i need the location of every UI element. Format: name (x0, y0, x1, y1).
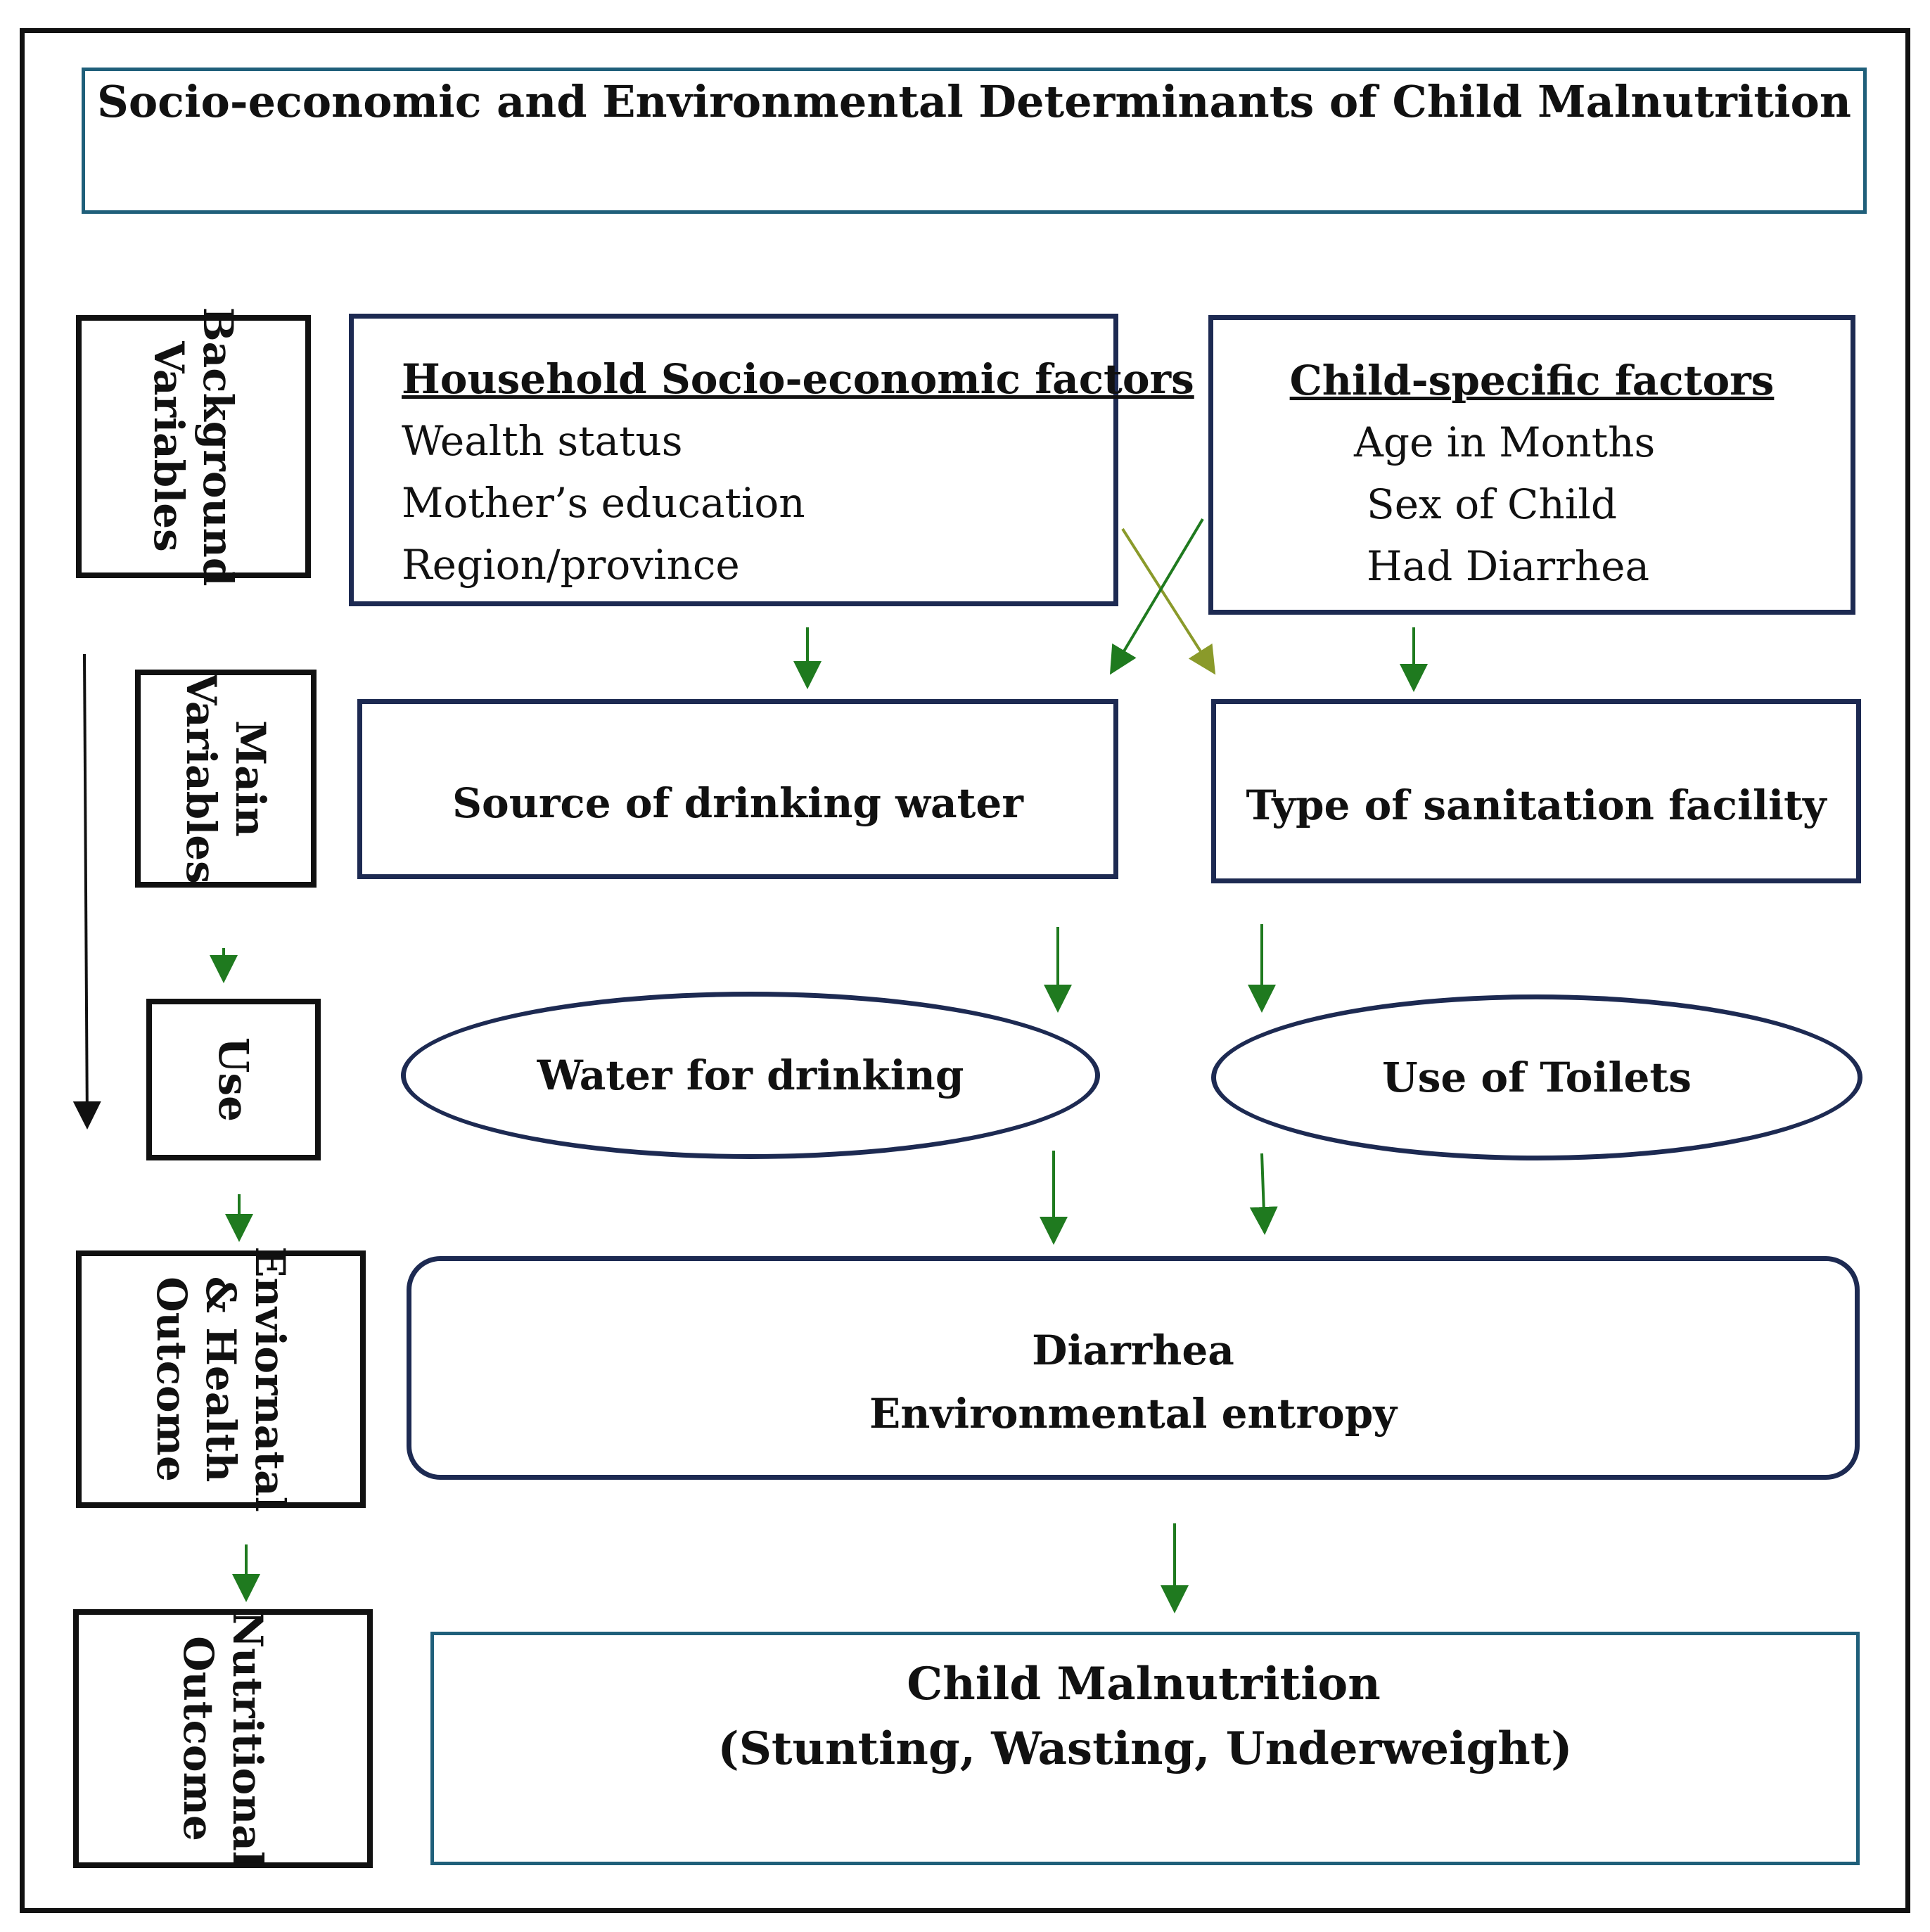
use-of-toilets-label: Use of Toilets (1382, 1054, 1692, 1101)
title-box (82, 68, 1867, 214)
child-content: Child-specific factors Age in Months Sex… (1213, 350, 1851, 597)
diagram-title: Socio-economic and Environmental Determi… (97, 76, 1851, 127)
household-to-sanitation-arrow (1121, 527, 1216, 675)
label-background-variables: Background Variables (76, 307, 311, 586)
label-nutritional-outcome: Nutritional Outcome (73, 1609, 373, 1868)
outer-frame (20, 28, 1910, 1913)
water-for-drinking-label: Water for drinking (537, 1051, 964, 1099)
label-environmental-health-outcome: Enviornatal & Health Outcome (76, 1246, 366, 1512)
flow-arrow-left (72, 653, 101, 1130)
sanitation-facility-label: Type of sanitation facility (1246, 781, 1827, 829)
source-drinking-water-box: Source of drinking water (357, 699, 1118, 879)
child-malnutrition-box: Child Malnutrition (Stunting, Wasting, U… (430, 1632, 1860, 1865)
health-outcome-content: Diarrhea Environmental entropy (411, 1319, 1855, 1445)
health-outcome-entropy: Environmental entropy (869, 1390, 1397, 1438)
health-outcome-box: Diarrhea Environmental entropy (407, 1256, 1860, 1480)
child-item: Sex of Child (1367, 480, 1617, 528)
child-item: Had Diarrhea (1367, 542, 1650, 590)
child-malnutrition-content: Child Malnutrition (Stunting, Wasting, U… (434, 1652, 1856, 1781)
household-content: Household Socio-economic factors Wealth … (402, 348, 1194, 596)
child-malnutrition-subtitle: (Stunting, Wasting, Underweight) (717, 1722, 1573, 1775)
child-heading: Child-specific factors (1289, 357, 1775, 404)
health-outcome-diarrhea: Diarrhea (1032, 1326, 1234, 1374)
child-item: Age in Months (1354, 418, 1656, 466)
sanitation-facility-box: Type of sanitation facility (1211, 699, 1861, 883)
child-factors-box: Child-specific factors Age in Months Sex… (1208, 315, 1855, 615)
water-for-drinking-ellipse: Water for drinking (401, 992, 1100, 1159)
use-of-toilets-ellipse: Use of Toilets (1211, 994, 1862, 1160)
child-to-water-arrow (1109, 518, 1204, 675)
household-item: Region/province (402, 541, 740, 589)
household-item: Wealth status (402, 417, 683, 465)
label-main-variables: Main Variables (135, 670, 317, 888)
household-item: Mother’s education (402, 479, 805, 527)
toilet-use-to-outcome-arrow (1249, 1153, 1278, 1235)
household-factors-box: Household Socio-economic factors Wealth … (349, 314, 1194, 606)
child-malnutrition-title: Child Malnutrition (907, 1658, 1381, 1710)
household-heading: Household Socio-economic factors (402, 355, 1194, 403)
label-use: Use (146, 999, 321, 1160)
source-drinking-water-label: Source of drinking water (452, 779, 1023, 827)
